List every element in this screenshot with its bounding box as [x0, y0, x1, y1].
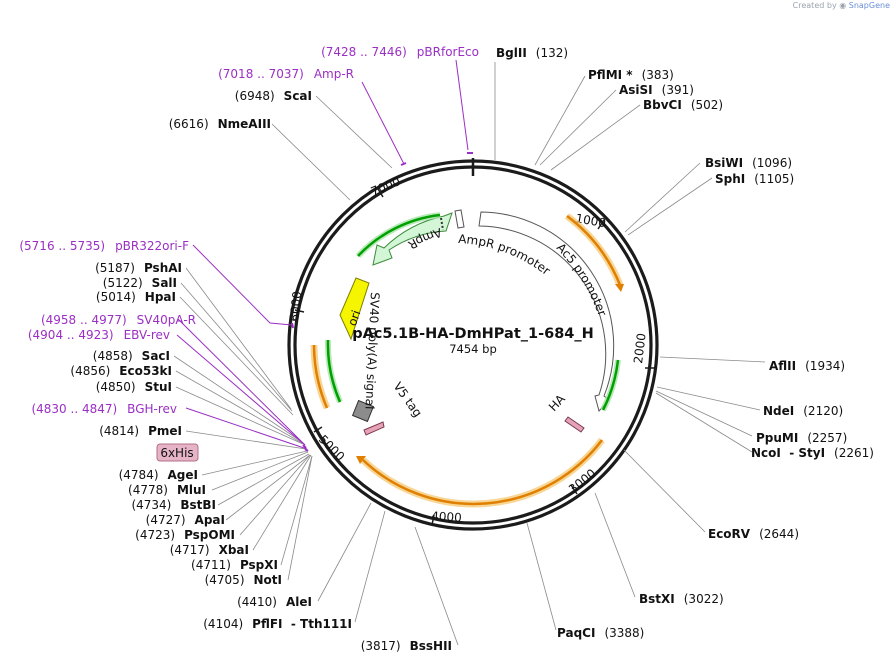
ampr-promoter-arrow	[454, 209, 465, 229]
site-label-noti: (4705)NotI	[205, 573, 282, 587]
site-label-sphi: SphI(1105)	[715, 172, 794, 186]
tick-marks	[294, 188, 655, 526]
svg-text:SV40 poly(A) signal: SV40 poly(A) signal	[363, 292, 382, 410]
tick-mark-7000	[377, 188, 384, 198]
cds-arc-bottom	[362, 439, 603, 506]
primer-labels: (7428 .. 7446)pBRforEco (7018 .. 7037)Am…	[19, 45, 479, 416]
ampr-arc	[357, 213, 441, 257]
tick-label-7000: 7000	[369, 174, 403, 199]
backbone	[287, 158, 659, 531]
svg-text:4000: 4000	[431, 509, 462, 525]
site-labels-left: (3817)BssHII (4104)PflFI - Tth111I (4410…	[70, 89, 452, 653]
plasmid-length: 7454 bp	[449, 342, 497, 356]
tick-label-4000: 4000	[431, 509, 462, 525]
primer-label-pbrforeco: (7428 .. 7446)pBRforEco	[321, 45, 479, 59]
site-label-apai: (4727)ApaI	[146, 513, 225, 527]
site-labels-right: BglII(132) PflMI *(383) AsiSI(391) BbvCI…	[496, 46, 874, 640]
marker-arc-left	[326, 339, 342, 403]
site-label-ncoi-styi: NcoI - StyI(2261)	[751, 446, 874, 460]
tick-mark-3000	[570, 484, 578, 495]
amp-r-primer-mark	[400, 162, 407, 166]
his-tag-label: 6xHis	[160, 446, 193, 460]
ha-tag-mark	[564, 416, 585, 433]
site-label-bstbi: (4734)BstBI	[131, 498, 216, 512]
primer-marks	[291, 152, 473, 452]
site-label-stui: (4850)StuI	[96, 380, 172, 394]
tick-mark-4000	[431, 514, 435, 526]
site-label-bstxi: BstXI(3022)	[639, 592, 724, 606]
primer-label-bgh-rev: (4830 .. 4847)BGH-rev	[31, 402, 177, 416]
pbr322ori-f-primer-mark	[291, 322, 294, 329]
site-label-hpai: (5014)HpaI	[96, 290, 176, 304]
site-label-eco53ki: (4856)Eco53kI	[70, 364, 172, 378]
plasmid-name: pAc5.1B-HA-DmHPat_1-684_H	[352, 326, 594, 342]
site-label-paqci: PaqCI(3388)	[557, 626, 644, 640]
primer-leaders	[176, 59, 469, 450]
site-label-pspxi: (4711)PspXI	[191, 558, 278, 572]
svg-text:6000: 6000	[287, 290, 304, 322]
site-label-bsiwi: BsiWI(1096)	[705, 156, 792, 170]
cds-arc-left	[312, 344, 329, 409]
site-label-pflmi: PflMI *(383)	[588, 68, 674, 82]
site-label-nmeaiii: (6616)NmeAIII	[169, 117, 271, 131]
ori-feature-arrow	[339, 277, 370, 341]
site-label-mlui: (4778)MluI	[128, 483, 206, 497]
svg-text:7000: 7000	[369, 174, 403, 199]
site-label-bglii: BglII(132)	[496, 46, 568, 60]
site-leaders	[173, 62, 766, 646]
svg-text:V5 tag: V5 tag	[391, 380, 425, 420]
watermark-brand: SnapGene	[848, 1, 890, 10]
site-label-alei: (4410)AleI	[237, 595, 312, 609]
watermark-prefix: Created by	[792, 1, 837, 10]
svg-text:HA: HA	[546, 391, 569, 414]
ha-label: HA	[546, 391, 569, 414]
tick-mark-1000	[597, 219, 605, 230]
snapgene-logo-icon: ◉	[839, 1, 847, 10]
site-label-bsshii: (3817)BssHII	[361, 639, 452, 653]
primer-label-amp-r: (7018 .. 7037)Amp-R	[218, 67, 354, 81]
site-label-pspomi: (4723)PspOMI	[135, 528, 235, 542]
site-label-saci: (4858)SacI	[93, 349, 170, 363]
v5-tag-mark	[363, 421, 385, 436]
svg-text:2000: 2000	[631, 332, 649, 364]
site-label-ppumi: PpuMI(2257)	[756, 431, 847, 445]
cds-arc-right	[566, 214, 622, 286]
tick-mark-5000	[313, 426, 323, 433]
v5-tag-label: V5 tag	[391, 380, 425, 420]
site-label-pflfi-tth111i: (4104)PflFI - Tth111I	[203, 617, 352, 631]
site-label-scai: (6948)ScaI	[235, 89, 312, 103]
features	[339, 209, 615, 436]
sv40-polya-label: SV40 poly(A) signal	[363, 292, 382, 410]
site-label-pshai: (5187)PshAI	[95, 261, 182, 275]
sv40pa-r-primer-mark	[302, 444, 307, 449]
site-label-sali: (5122)SalI	[103, 276, 177, 290]
marker-arc-right	[601, 359, 620, 411]
tick-label-2000: 2000	[631, 332, 649, 364]
site-label-ndei: NdeI(2120)	[763, 404, 843, 418]
primer-label-pbr322ori-f: (5716 .. 5735)pBR322ori-F	[19, 239, 189, 253]
sv40-polya-box	[351, 399, 375, 423]
ampr-feature-arrow	[372, 212, 453, 266]
site-label-bbvci: BbvCI(502)	[643, 98, 723, 112]
primer-label-sv40pa-r: (4958 .. 4977)SV40pA-R	[41, 313, 196, 327]
arcs	[310, 212, 624, 508]
site-label-pmei: (4814)PmeI	[99, 424, 182, 438]
ori-label: ori	[345, 308, 363, 327]
tick-mark-6000	[294, 309, 305, 313]
bgh-rev-primer-mark	[304, 448, 309, 452]
cds-arc-right-head	[615, 284, 624, 292]
his-tag-badge: 6xHis	[156, 443, 199, 462]
ac5-promoter-arrow	[478, 211, 615, 413]
site-label-asisi: AsiSI(391)	[619, 83, 694, 97]
cds-arc-bottom-glow	[360, 437, 605, 508]
site-label-ecorv: EcoRV(2644)	[708, 527, 799, 541]
site-label-aflii: AflII(1934)	[769, 359, 845, 373]
site-label-agei: (4784)AgeI	[119, 468, 198, 482]
cds-arc-bottom-head	[356, 456, 366, 464]
snapgene-watermark: Created by ◉ SnapGene	[793, 1, 890, 10]
site-label-xbai: (4717)XbaI	[170, 543, 249, 557]
primer-label-ebv-rev: (4904 .. 4923)EBV-rev	[28, 328, 170, 342]
tick-label-6000: 6000	[287, 290, 304, 322]
